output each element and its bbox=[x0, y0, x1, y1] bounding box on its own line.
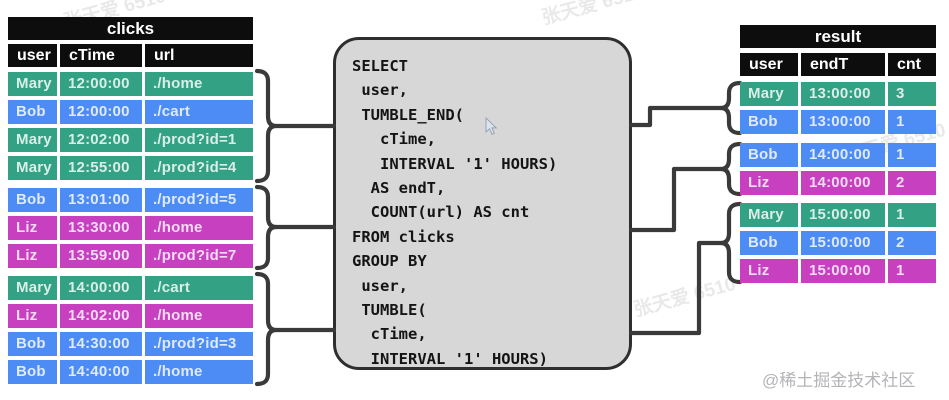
cell-user: Mary bbox=[8, 156, 57, 180]
column-header-endT: endT bbox=[801, 53, 885, 76]
right-line-window1 bbox=[628, 105, 724, 128]
cell-cnt: 1 bbox=[888, 143, 936, 167]
cell-url: ./prod?id=7 bbox=[145, 244, 253, 268]
left-brace-window1 bbox=[254, 68, 279, 184]
cell-url: ./prod?id=4 bbox=[145, 156, 253, 180]
cell-url: ./prod?id=3 bbox=[145, 332, 253, 356]
cell-cTime: 12:55:00 bbox=[60, 156, 142, 180]
cell-cnt: 1 bbox=[888, 203, 936, 227]
cell-url: ./home bbox=[145, 304, 253, 328]
cell-endT: 13:00:00 bbox=[801, 82, 885, 106]
clicks-table-title: clicks bbox=[8, 17, 253, 40]
cell-user: Liz bbox=[740, 259, 798, 283]
right-brace-window2 bbox=[718, 141, 743, 197]
cell-user: Liz bbox=[8, 216, 57, 240]
cell-cTime: 13:59:00 bbox=[60, 244, 142, 268]
column-header-user: user bbox=[8, 44, 57, 67]
cell-cnt: 1 bbox=[888, 110, 936, 134]
cell-user: Bob bbox=[8, 188, 57, 212]
sql-code-box: SELECT user, TUMBLE_END( cTime, INTERVAL… bbox=[333, 37, 632, 370]
column-header-user: user bbox=[740, 53, 798, 76]
cell-user: Liz bbox=[8, 304, 57, 328]
cell-cTime: 14:30:00 bbox=[60, 332, 142, 356]
cell-cTime: 13:30:00 bbox=[60, 216, 142, 240]
column-header-url: url bbox=[145, 44, 253, 67]
cell-cTime: 12:00:00 bbox=[60, 100, 142, 124]
cell-user: Mary bbox=[8, 72, 57, 96]
cell-user: Bob bbox=[8, 100, 57, 124]
result-table-title: result bbox=[740, 25, 936, 48]
cell-cTime: 14:02:00 bbox=[60, 304, 142, 328]
cell-cnt: 3 bbox=[888, 82, 936, 106]
watermark-text: 张天爱 6510 bbox=[539, 0, 647, 30]
left-brace-window2 bbox=[254, 184, 279, 271]
cell-user: Mary bbox=[8, 128, 57, 152]
column-header-cTime: cTime bbox=[60, 44, 142, 67]
right-line-window2 bbox=[628, 166, 724, 233]
cell-url: ./prod?id=5 bbox=[145, 188, 253, 212]
watermark-text: 张天爱 6510 bbox=[631, 273, 739, 322]
cell-user: Bob bbox=[8, 360, 57, 384]
cell-user: Mary bbox=[740, 203, 798, 227]
cell-cTime: 12:00:00 bbox=[60, 72, 142, 96]
cell-endT: 13:00:00 bbox=[801, 110, 885, 134]
cell-cTime: 12:02:00 bbox=[60, 128, 142, 152]
cell-cTime: 14:40:00 bbox=[60, 360, 142, 384]
column-header-cnt: cnt bbox=[888, 53, 936, 76]
right-brace-window1 bbox=[718, 80, 743, 136]
mouse-cursor-icon bbox=[485, 117, 498, 135]
cell-url: ./home bbox=[145, 216, 253, 240]
cell-user: Bob bbox=[8, 332, 57, 356]
cell-endT: 15:00:00 bbox=[801, 203, 885, 227]
cell-user: Liz bbox=[8, 244, 57, 268]
cell-user: Mary bbox=[8, 276, 57, 300]
cell-user: Liz bbox=[740, 171, 798, 195]
cell-cnt: 2 bbox=[888, 231, 936, 255]
cell-cnt: 2 bbox=[888, 171, 936, 195]
cell-url: ./prod?id=1 bbox=[145, 128, 253, 152]
community-watermark: @稀土掘金技术社区 bbox=[762, 371, 916, 390]
cell-cnt: 1 bbox=[888, 259, 936, 283]
cell-url: ./home bbox=[145, 72, 253, 96]
left-brace-window3 bbox=[254, 271, 279, 387]
cell-cTime: 13:01:00 bbox=[60, 188, 142, 212]
cell-user: Bob bbox=[740, 143, 798, 167]
cell-user: Bob bbox=[740, 231, 798, 255]
cell-url: ./cart bbox=[145, 100, 253, 124]
cell-url: ./cart bbox=[145, 276, 253, 300]
cell-cTime: 14:00:00 bbox=[60, 276, 142, 300]
sql-code: SELECT user, TUMBLE_END( cTime, INTERVAL… bbox=[352, 57, 558, 368]
cell-endT: 14:00:00 bbox=[801, 171, 885, 195]
cell-endT: 15:00:00 bbox=[801, 231, 885, 255]
cell-endT: 14:00:00 bbox=[801, 143, 885, 167]
cell-user: Bob bbox=[740, 110, 798, 134]
cell-user: Mary bbox=[740, 82, 798, 106]
cell-url: ./home bbox=[145, 360, 253, 384]
cell-endT: 15:00:00 bbox=[801, 259, 885, 283]
